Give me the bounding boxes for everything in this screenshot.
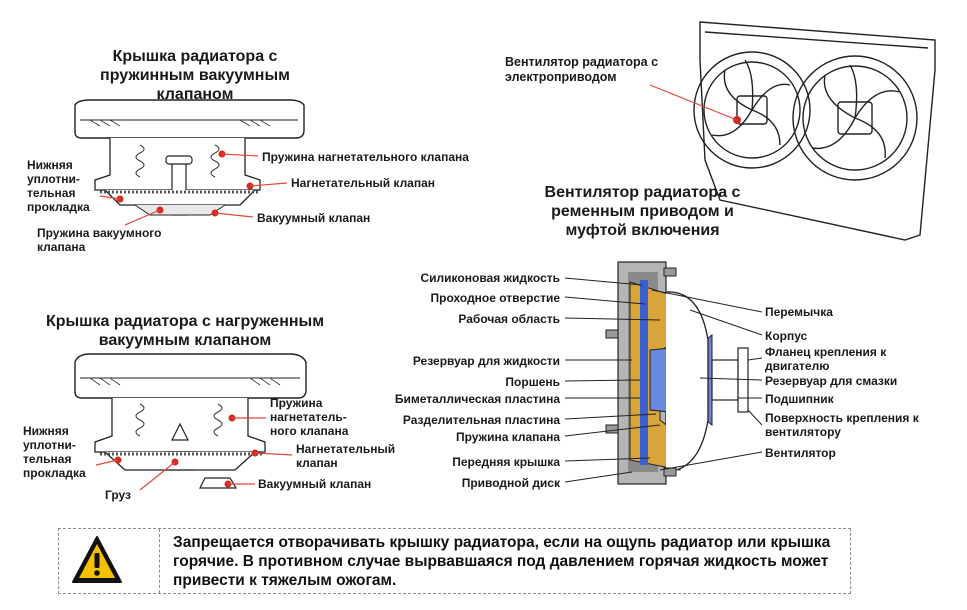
clutch-label-passage-hole: Проходное отверстие — [430, 291, 560, 305]
cap2-pressure-valve-label: Нагнетательный клапан — [296, 442, 396, 470]
cap1-gasket-label: Нижняя уплотни- тельная прокладка — [27, 158, 90, 214]
clutch-label-fluid-reservoir: Резервуар для жидкости — [412, 354, 560, 368]
warning-triangle-icon — [72, 536, 122, 583]
clutch-label-piston: Поршень — [505, 375, 560, 389]
cap1-leaders — [99, 150, 288, 226]
clutch-label-housing: Корпус — [765, 329, 808, 343]
warning-text: Запрещается отворачивать крышку радиатор… — [173, 534, 831, 589]
clutch-label-valve-spring: Пружина клапана — [455, 430, 560, 444]
cap1-title: Крышка радиатора с пружинным вакуумным к… — [100, 48, 290, 99]
clutch-label-working-area: Рабочая область — [458, 312, 560, 326]
clutch-label-fan: Вентилятор — [765, 446, 836, 460]
clutch-label-fan-mount-surface: Поверхность крепления к вентилятору — [765, 411, 919, 439]
cap2-pressure-spring-label: Пружина нагнетатель- ного клапана — [270, 396, 349, 438]
cap1-vacuum-spring-label: Пружина вакуумного клапана — [37, 226, 162, 254]
clutch-label-engine-flange: Фланец крепления к двигателю — [765, 345, 887, 373]
belt-fan-title: Вентилятор радиатора с ременным приводом… — [544, 184, 741, 239]
clutch-label-grease-reservoir: Резервуар для смазки — [765, 374, 898, 388]
cap2-gasket-label: Нижняя уплотни- тельная прокладка — [23, 424, 86, 480]
cap2-leaders — [95, 414, 293, 491]
clutch-label-drive-disc: Приводной диск — [461, 476, 560, 490]
cap2-weight-label: Груз — [105, 488, 131, 502]
clutch-label-bridge: Перемычка — [765, 305, 833, 319]
clutch-label-separator-plate: Разделительная пластина — [402, 413, 560, 427]
electric-fan-label: Вентилятор радиатора с электроприводом — [505, 55, 659, 84]
warning-separator — [159, 529, 160, 593]
cap2-vacuum-valve-label: Вакуумный клапан — [258, 477, 372, 491]
clutch-label-bearing: Подшипник — [765, 392, 834, 406]
warning-box: Запрещается отворачивать крышку радиатор… — [58, 528, 851, 594]
cap2-title: Крышка радиатора с нагруженным вакуумным… — [45, 313, 325, 349]
clutch-label-bimetal-plate: Биметаллическая пластина — [394, 392, 560, 406]
clutch-label-front-cover: Передняя крышка — [452, 455, 560, 469]
cap1-pressure-spring-label: Пружина нагнетательного клапана — [262, 150, 469, 164]
clutch-label-silicone-fluid: Силиконовая жидкость — [420, 271, 560, 285]
cap1-pressure-valve-label: Нагнетательный клапан — [291, 176, 436, 190]
cap1-vacuum-valve-label: Вакуумный клапан — [257, 211, 371, 225]
